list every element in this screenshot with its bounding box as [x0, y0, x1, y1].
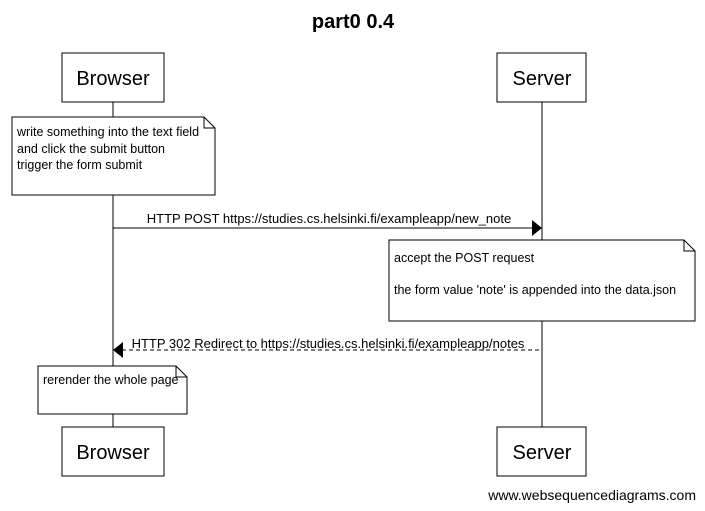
note-form-submit-line-2: and click the submit button	[17, 142, 165, 156]
message-http-post: HTTP POST https://studies.cs.helsinki.fi…	[113, 211, 542, 236]
server-actor-top: Server	[496, 52, 587, 103]
arrowhead-right-icon	[532, 220, 542, 236]
server-actor-bottom: Server	[496, 426, 587, 477]
message-http-302-label: HTTP 302 Redirect to https://studies.cs.…	[132, 336, 525, 351]
server-actor-top-label: Server	[513, 68, 572, 90]
note-server-accept-line-1: accept the POST request	[394, 251, 535, 265]
note-form-submit-line-3: trigger the form submit	[17, 158, 143, 172]
arrowhead-left-icon	[113, 342, 123, 358]
note-server-accept-line-3: the form value 'note' is appended into t…	[394, 283, 676, 297]
watermark-footer: www.websequencediagrams.com	[487, 487, 696, 503]
message-http-302: HTTP 302 Redirect to https://studies.cs.…	[113, 336, 542, 358]
note-form-submit: write something into the text field and …	[11, 116, 216, 196]
message-http-post-label: HTTP POST https://studies.cs.helsinki.fi…	[147, 211, 511, 226]
browser-actor-bottom-label: Browser	[76, 442, 150, 464]
browser-actor-bottom: Browser	[61, 426, 165, 477]
browser-actor-top-label: Browser	[76, 68, 150, 90]
note-form-submit-line-1: write something into the text field	[16, 125, 199, 139]
browser-actor-top: Browser	[61, 52, 165, 103]
note-server-accept: accept the POST request the form value '…	[388, 239, 696, 322]
note-rerender-line-1: rerender the whole page	[43, 373, 179, 387]
diagram-title: part0 0.4	[312, 11, 395, 33]
note-rerender: rerender the whole page	[37, 365, 188, 415]
server-actor-bottom-label: Server	[513, 442, 572, 464]
